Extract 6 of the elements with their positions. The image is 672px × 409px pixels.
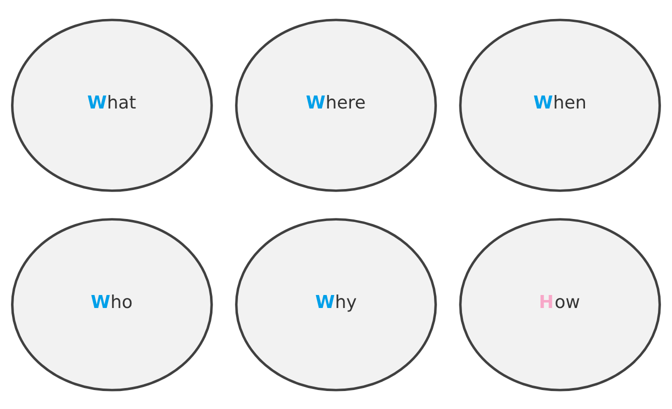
node-ellipse: Why bbox=[235, 218, 437, 391]
node-ellipse: How bbox=[459, 218, 661, 391]
node-ellipse: Who bbox=[11, 218, 213, 391]
node-ellipse: When bbox=[459, 18, 661, 192]
node-ellipse: What bbox=[11, 18, 213, 192]
node-ellipse: Where bbox=[235, 18, 437, 192]
